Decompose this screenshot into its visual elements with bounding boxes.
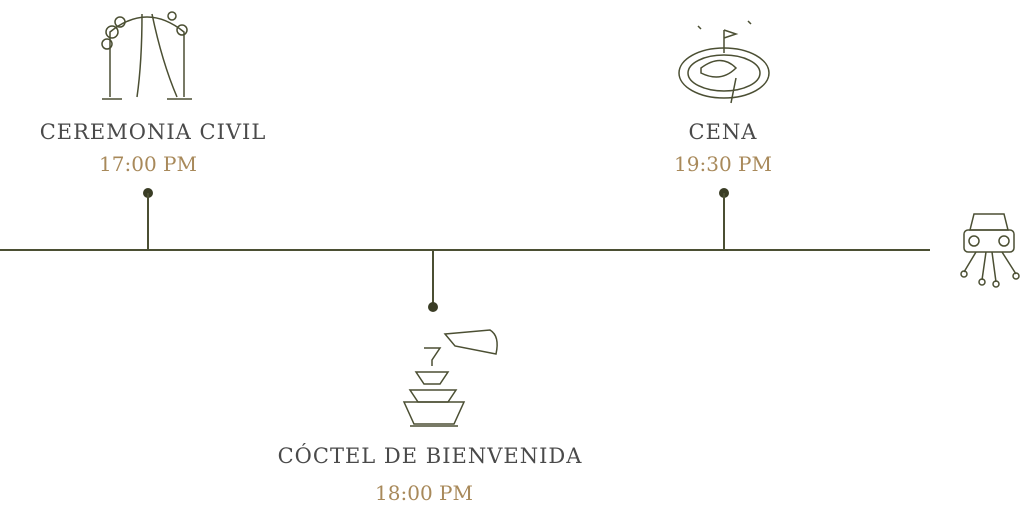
dinner-plate-icon bbox=[678, 20, 770, 104]
event-time: 17:00 PM bbox=[99, 152, 197, 176]
event-title: CENA bbox=[688, 120, 758, 144]
floral-arch-icon bbox=[101, 11, 192, 100]
just-married-car-icon bbox=[960, 213, 1020, 288]
event-time: 19:30 PM bbox=[674, 152, 772, 176]
timeline-marker bbox=[428, 302, 438, 312]
connector bbox=[147, 193, 149, 249]
event-time: 18:00 PM bbox=[375, 481, 473, 505]
connector bbox=[723, 193, 725, 249]
timeline-axis bbox=[0, 249, 930, 251]
event-title: CEREMONIA CIVIL bbox=[39, 120, 267, 144]
champagne-tower-icon bbox=[402, 329, 498, 427]
connector bbox=[432, 251, 434, 304]
event-title: CÓCTEL DE BIENVENIDA bbox=[277, 444, 583, 468]
